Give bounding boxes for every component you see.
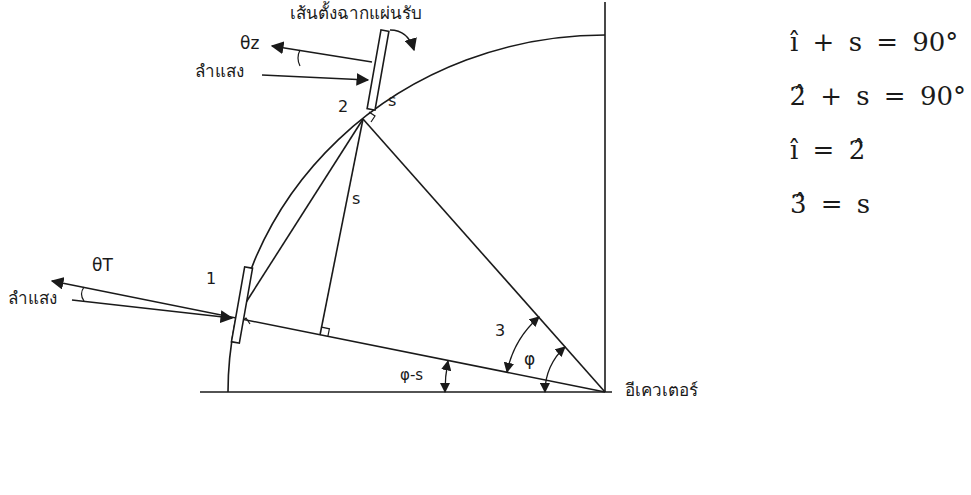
equator-line [200, 391, 612, 393]
earth-surface-arc [228, 35, 605, 392]
angle-arc [507, 317, 539, 372]
angle-arc [298, 50, 300, 66]
angle-arc [82, 287, 85, 301]
radius-line-1 [52, 281, 605, 392]
normal-line-label: เส้นตั้งฉากแผ่นรับ [290, 4, 422, 24]
perpendicular-line [320, 119, 363, 335]
right-angle-mark [322, 327, 330, 336]
light-ray-arrow [262, 75, 368, 80]
collector-plate [231, 267, 252, 343]
equation: 2̂ + s = 90° [789, 82, 966, 112]
point-number: 2 [338, 98, 348, 116]
light-ray-arrow [72, 300, 232, 318]
angle-label: θz [240, 34, 259, 54]
angle-label: φ-s [400, 367, 423, 384]
tilt-angle-label: s [388, 92, 396, 110]
angle-number: 3 [495, 322, 505, 340]
vertical-axis [604, 2, 606, 392]
tilt-angle-label: s [352, 190, 360, 208]
latitude-label: φ [524, 350, 535, 370]
tilt-arrow [390, 30, 414, 50]
equation: î = 2̂ [790, 136, 865, 166]
angle-label: θT [92, 256, 113, 276]
equation: 3̂ = s [790, 190, 870, 220]
right-angle-mark [369, 112, 375, 122]
point-number: 1 [206, 270, 216, 288]
angle-arc [545, 347, 565, 392]
zenith-angle-arrow [272, 46, 372, 62]
equator-label: อีเควเตอร์ [625, 381, 698, 401]
equation: î + s = 90° [790, 28, 958, 58]
light-ray-label: ลำแสง [195, 62, 244, 82]
light-ray-label: ลำแสง [8, 289, 57, 309]
collector-plate [367, 30, 389, 110]
angle-arc [445, 361, 448, 392]
